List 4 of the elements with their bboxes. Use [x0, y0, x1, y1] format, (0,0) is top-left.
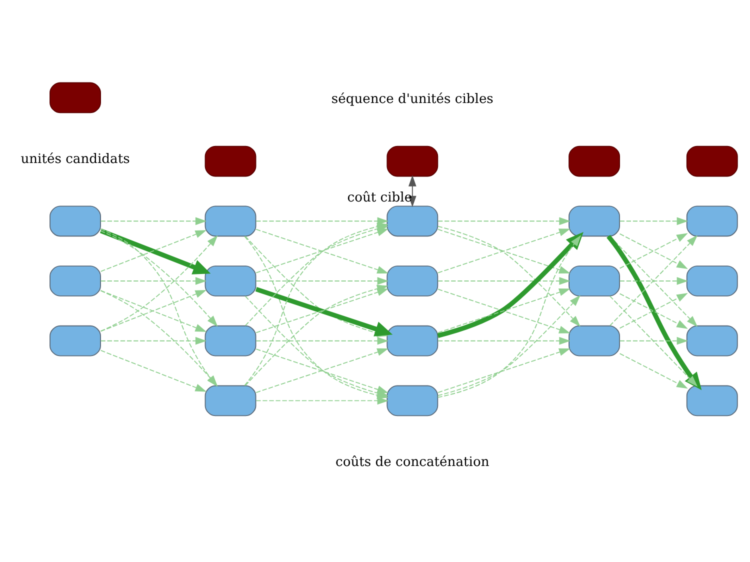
- edge-label: coût cible: [347, 190, 412, 206]
- label: unités candidats: [20, 152, 130, 167]
- label: coûts de concaténation: [336, 454, 490, 470]
- label: séquence d'unités cibles: [331, 92, 494, 108]
